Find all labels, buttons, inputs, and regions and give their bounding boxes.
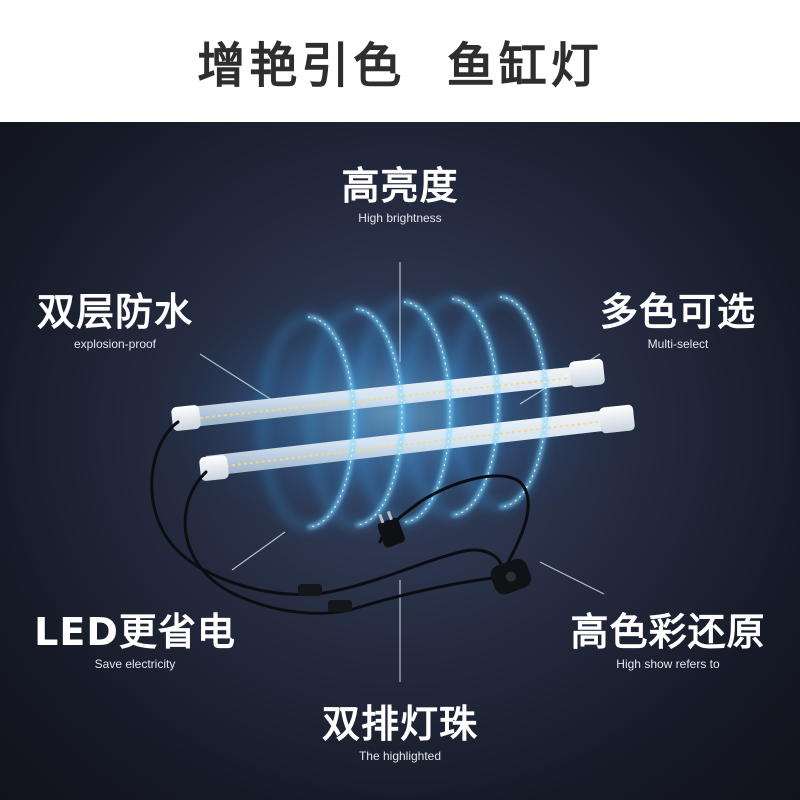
page-title: 增艳引色 鱼缸灯 <box>197 38 603 94</box>
feature-title: 多色可选 <box>599 290 757 334</box>
feature-title: 高色彩还原 <box>570 610 766 654</box>
feature-subtitle: explosion-proof <box>73 337 157 351</box>
leader-line-bottom-left <box>231 531 286 571</box>
cable-connector-right <box>328 600 352 612</box>
cable-connector-left <box>298 584 322 596</box>
leader-line-bottom-right <box>539 561 605 595</box>
feature-high-brightness: 高亮度 High brightness <box>341 164 458 226</box>
glow-halo <box>140 272 640 552</box>
product-illustration <box>140 262 640 682</box>
led-tube-upper <box>171 358 605 431</box>
feature-color-rendering: 高色彩还原 High show refers to <box>570 610 765 672</box>
feature-double-row-beads: 双排灯珠 The highlighted <box>322 702 478 764</box>
feature-title: 双排灯珠 <box>321 702 479 746</box>
feature-title: 双层防水 <box>36 290 194 334</box>
led-tube-lower <box>199 404 635 481</box>
header-bar: 增艳引色 鱼缸灯 <box>0 0 800 122</box>
feature-title: LED更省电 <box>34 610 236 654</box>
feature-energy-saving: LED更省电 Save electricity <box>34 610 236 672</box>
feature-multi-color: 多色可选 Multi-select <box>600 290 756 352</box>
power-plug-icon <box>377 510 405 548</box>
inline-switch-icon <box>490 558 532 595</box>
feature-title: 高亮度 <box>341 164 459 208</box>
feature-waterproof: 双层防水 explosion-proof <box>37 290 193 352</box>
feature-subtitle: The highlighted <box>358 749 442 763</box>
feature-subtitle: High brightness <box>358 211 442 225</box>
product-showcase: 高亮度 High brightness 双层防水 explosion-proof… <box>0 122 800 800</box>
feature-subtitle: Multi-select <box>647 337 709 351</box>
leader-line-top-left <box>199 353 273 401</box>
feature-subtitle: High show refers to <box>616 657 720 671</box>
feature-subtitle: Save electricity <box>94 657 176 671</box>
